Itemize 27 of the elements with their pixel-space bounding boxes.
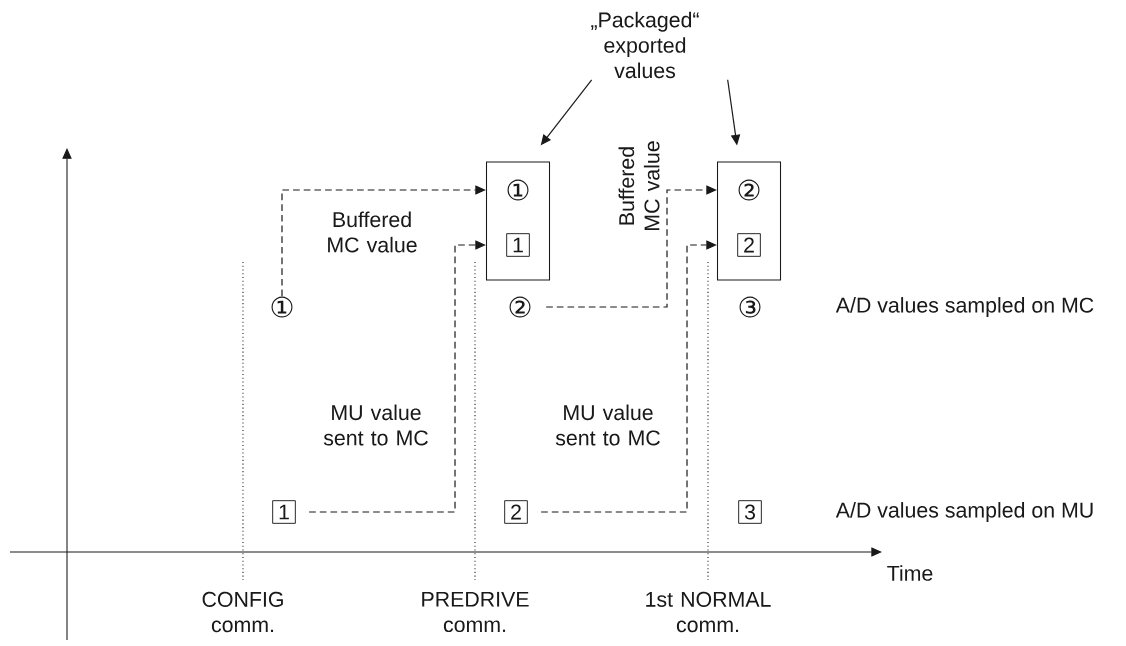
arrow xyxy=(540,240,717,513)
arrow xyxy=(281,185,486,297)
phase-label: CONFIG comm. xyxy=(202,591,283,633)
circled-number: ② xyxy=(509,296,531,318)
boxed-number: 2 xyxy=(737,233,761,257)
row-label: A/D values sampled on MU xyxy=(835,502,1093,522)
phase-label: 1st NORMAL comm. xyxy=(646,591,771,633)
circled-number: ② xyxy=(738,179,760,201)
circled-number: ① xyxy=(271,296,293,318)
circled-number: ① xyxy=(507,179,529,201)
packet-box xyxy=(716,161,782,281)
boxed-number: 3 xyxy=(738,500,762,524)
arrow xyxy=(545,185,717,308)
boxed-number: 2 xyxy=(504,500,528,524)
row-label: A/D values sampled on MC xyxy=(835,297,1094,317)
boxed-number: 1 xyxy=(506,233,530,257)
arrow xyxy=(308,240,486,513)
edge-label: Buffered MC value xyxy=(618,141,660,230)
note-text: „Packaged“ exported values xyxy=(591,11,699,79)
edge-label: MU value sent to MC xyxy=(555,404,660,446)
boxed-number: 1 xyxy=(272,500,296,524)
phase-label: PREDRIVE comm. xyxy=(422,591,529,633)
packet-box xyxy=(485,161,551,281)
edge-label: Buffered MC value xyxy=(328,211,417,253)
edge-label: MU value sent to MC xyxy=(323,404,428,446)
axis-label: Time xyxy=(887,565,933,581)
circled-number: ③ xyxy=(739,296,761,318)
